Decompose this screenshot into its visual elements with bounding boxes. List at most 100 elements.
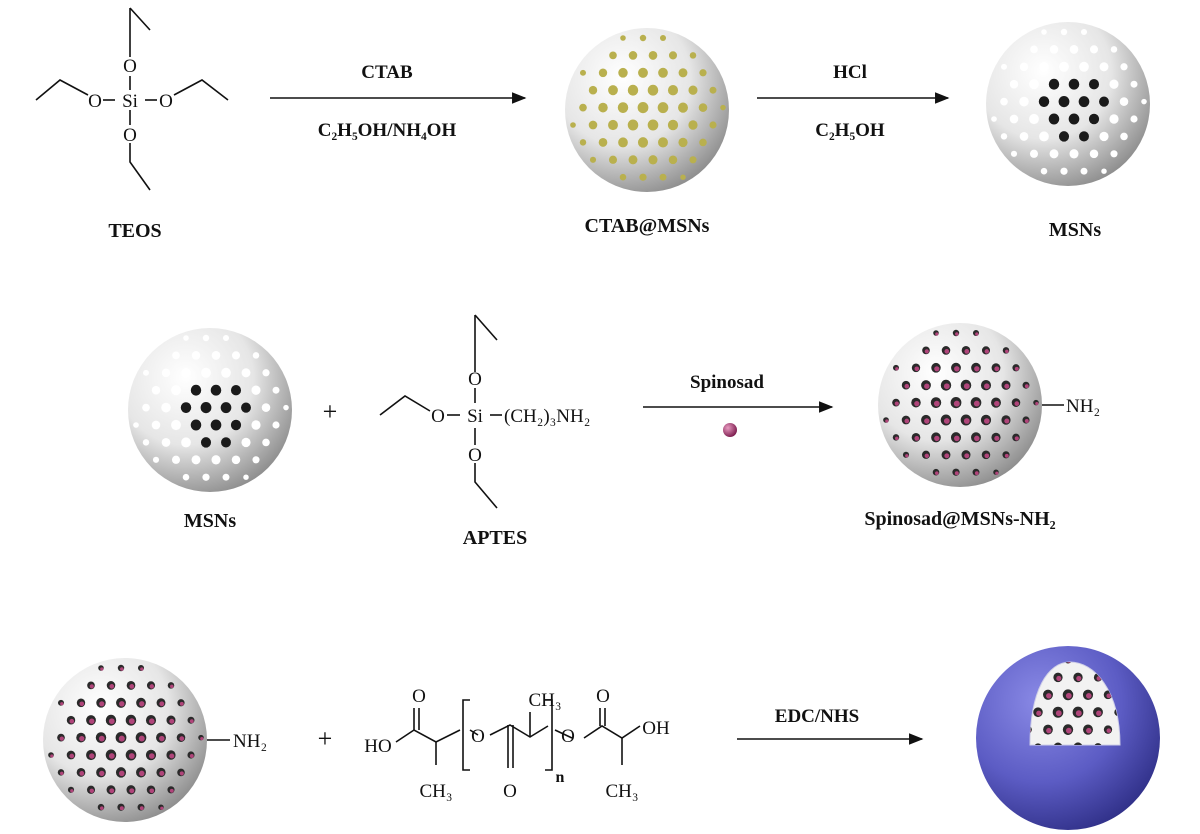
pore — [200, 402, 212, 414]
drug-in-pore — [904, 418, 910, 424]
pore — [241, 437, 251, 448]
drug-in-pore — [99, 701, 105, 707]
pore — [991, 116, 997, 122]
pore — [639, 34, 647, 42]
pore — [1080, 167, 1088, 175]
pore — [1019, 131, 1029, 141]
drug-in-pore — [1046, 693, 1052, 699]
pore — [1141, 98, 1147, 105]
pore — [1049, 45, 1059, 54]
pore — [1068, 78, 1080, 90]
drug-in-pore — [100, 667, 104, 671]
pore — [637, 137, 649, 148]
pore — [1030, 45, 1038, 54]
pla-structure: O HO CH₃ O O CH₃ O n O CH₃ OH — [364, 686, 670, 802]
drug-in-pore — [934, 366, 940, 372]
reagent-step2-below: C₂H₅OH — [815, 120, 885, 141]
pore — [202, 473, 210, 481]
drug-in-pore — [149, 788, 155, 794]
pore — [659, 173, 667, 181]
drug-in-pore — [100, 806, 104, 810]
aptes-chain: (CH₂)₃NH₂ — [504, 406, 590, 427]
drug-in-pore — [159, 735, 165, 742]
drug-in-pore — [1024, 419, 1029, 423]
pore — [1099, 131, 1109, 142]
pore — [133, 422, 139, 428]
aptes-structure: O O Si (CH₂)₃NH₂ O — [379, 314, 590, 509]
drug-in-pore — [120, 667, 124, 671]
pore — [709, 121, 717, 129]
drug-in-pore — [895, 367, 899, 371]
pore — [709, 86, 717, 94]
drug-in-pore — [149, 718, 155, 724]
drug-in-pore — [1106, 728, 1112, 733]
pore — [579, 69, 587, 76]
pore — [720, 104, 726, 111]
pore — [272, 386, 280, 394]
pore — [598, 137, 608, 147]
pore — [678, 102, 688, 113]
pore — [609, 51, 617, 60]
pore — [598, 102, 608, 113]
reagent-step1-below: C₂H₅OH/NH₄OH — [318, 120, 457, 141]
drug-in-pore — [70, 789, 74, 793]
drug-in-pore — [995, 471, 999, 475]
pore — [181, 367, 191, 378]
pore — [1000, 63, 1008, 70]
teos-structure: O O Si O O — [35, 7, 229, 191]
drug-in-pore — [60, 771, 64, 776]
pore — [678, 68, 688, 78]
pla-carbonyl-o-3: O — [596, 686, 610, 707]
pore — [1109, 114, 1119, 124]
pore — [588, 120, 598, 130]
teos-o-left: O — [88, 91, 102, 112]
drug-in-pore — [984, 349, 990, 354]
pore — [1110, 150, 1118, 158]
pore — [1029, 113, 1039, 125]
pore — [1120, 132, 1128, 141]
pore — [1089, 45, 1099, 54]
pore — [598, 68, 608, 78]
aptes-o-bottom: O — [468, 445, 482, 466]
drug-in-pore — [943, 383, 950, 390]
pore — [699, 69, 707, 77]
drug-in-pore — [885, 419, 889, 423]
pore — [172, 351, 180, 360]
drug-in-pore — [1004, 418, 1010, 424]
pore — [142, 369, 150, 376]
msns-top-label: MSNs — [1049, 219, 1101, 241]
plus-sign-row3: + — [318, 724, 333, 753]
drug-in-pore — [128, 718, 135, 725]
drug-in-pore — [1065, 727, 1072, 734]
pore — [182, 473, 190, 481]
pore — [658, 67, 668, 78]
pla-ch3-2: CH₃ — [528, 690, 561, 711]
pore — [618, 67, 628, 78]
reagent-step1-above: CTAB — [361, 62, 413, 83]
pore — [618, 137, 628, 148]
pore — [620, 35, 626, 41]
pore — [608, 155, 618, 164]
pore — [252, 456, 260, 464]
pore — [1073, 742, 1083, 745]
pore — [648, 50, 658, 60]
pore — [1039, 131, 1049, 142]
drug-in-pore — [119, 806, 124, 811]
pore — [171, 419, 181, 431]
drug-in-pore — [179, 701, 184, 706]
pore — [668, 155, 678, 165]
pore — [1038, 96, 1050, 107]
pore — [1039, 61, 1049, 72]
pore — [628, 155, 638, 165]
pore — [210, 384, 222, 396]
pore — [243, 474, 249, 480]
pore — [1099, 96, 1109, 107]
pore — [639, 173, 647, 181]
spinosad-msns-sphere-row3: NH₂ — [43, 658, 267, 822]
pore — [251, 420, 261, 430]
drug-in-pore — [954, 435, 960, 442]
pore — [589, 156, 597, 163]
teos-o-right: O — [159, 91, 173, 112]
pore — [191, 351, 201, 360]
pore — [283, 404, 289, 411]
